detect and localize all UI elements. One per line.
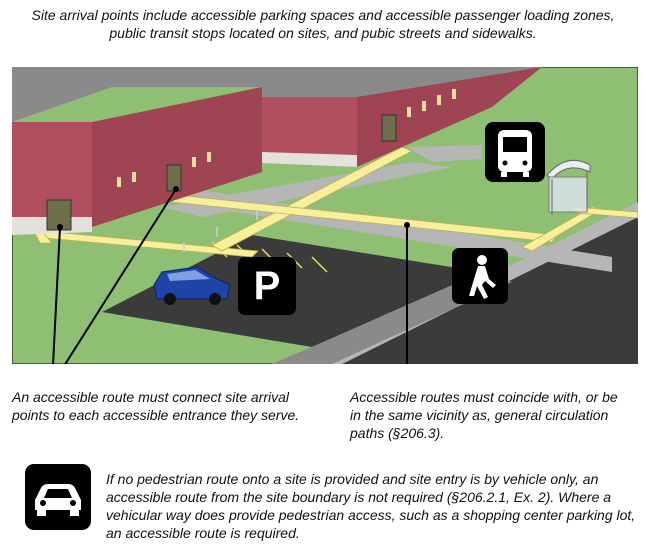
bollards — [183, 210, 258, 252]
building-left — [12, 67, 262, 235]
bottom-caption: If no pedestrian route onto a site is pr… — [106, 471, 636, 541]
parking-sign-letter: P — [254, 264, 281, 308]
bus-shelter-icon — [546, 159, 591, 215]
pedestrian-icon — [452, 248, 508, 304]
callout-lines — [52, 188, 408, 364]
right-caption: Accessible routes must coincide with, or… — [350, 389, 618, 441]
parking-icon: P — [238, 257, 296, 315]
sidewalk-bus — [407, 145, 482, 162]
building-right — [262, 67, 542, 167]
site-illustration: P — [12, 67, 638, 364]
car-icon — [25, 464, 91, 530]
accessible-route — [32, 146, 638, 258]
left-caption: An accessible route must connect site ar… — [12, 389, 300, 423]
car-illustration — [153, 266, 231, 305]
bus-icon — [485, 122, 545, 182]
top-caption: Site arrival points include accessible p… — [31, 7, 615, 41]
